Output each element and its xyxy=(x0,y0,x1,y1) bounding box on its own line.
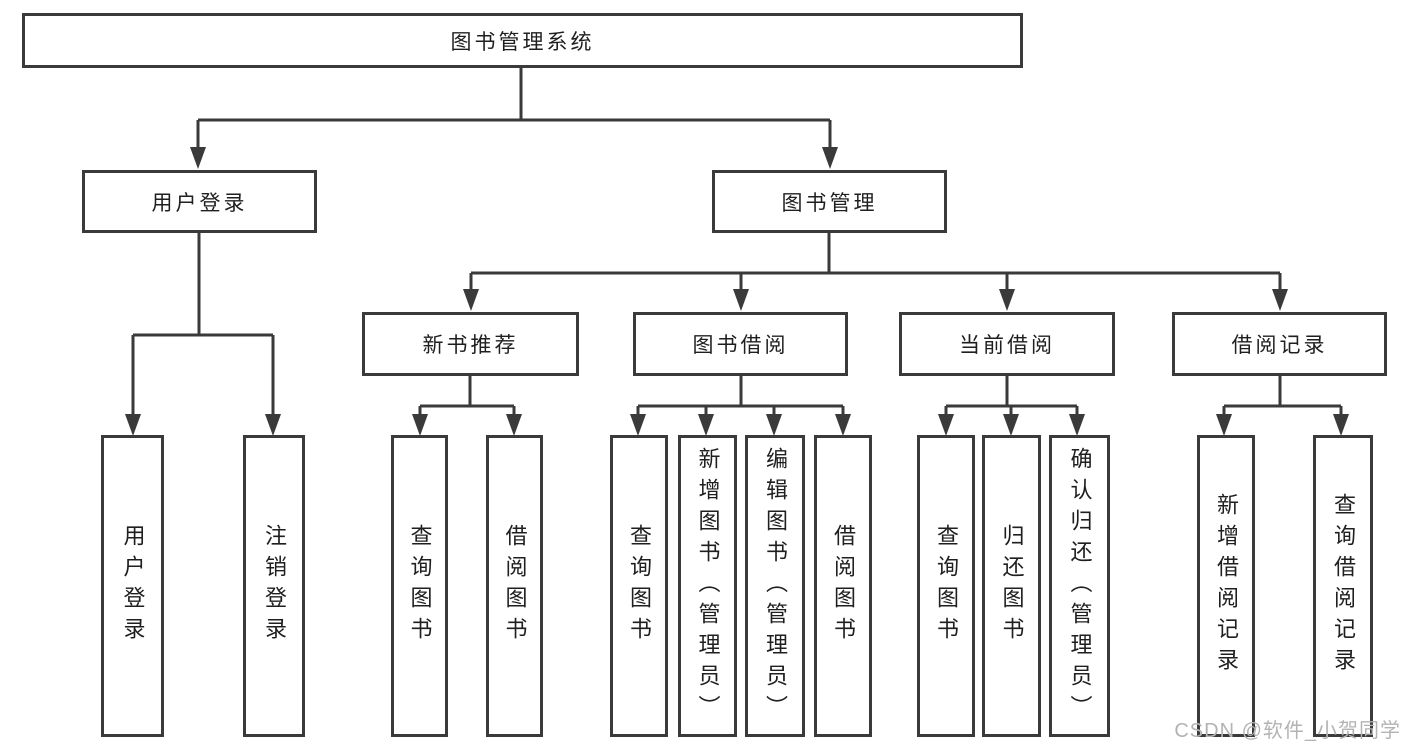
leaf-add-borrow-record: 新增借阅记录 xyxy=(1197,435,1255,737)
leaf-add-book-admin: 新增图书（管理员） xyxy=(678,435,737,737)
node-new-book-recommend-label: 新书推荐 xyxy=(422,334,519,357)
connector-user-login xyxy=(131,233,275,420)
leaf-edit-book-admin-label: 编辑图书（管理员） xyxy=(763,446,788,726)
node-root-label: 图书管理系统 xyxy=(450,30,595,54)
leaf-logout-label: 注销登录 xyxy=(262,524,287,648)
leaf-add-book-admin-label: 新增图书（管理员） xyxy=(695,446,721,726)
arrow-down-icon xyxy=(1272,289,1288,311)
arrow-down-icon xyxy=(938,414,954,436)
node-book-management-label: 图书管理 xyxy=(781,191,878,215)
arrow-down-icon xyxy=(412,414,428,436)
node-borrow-records-label: 借阅记录 xyxy=(1231,334,1328,357)
node-current-borrow-label: 当前借阅 xyxy=(959,334,1055,357)
leaf-return-books-label: 归还图书 xyxy=(999,524,1025,648)
arrow-down-icon xyxy=(698,414,714,436)
arrow-down-icon xyxy=(1216,414,1232,436)
leaf-edit-book-admin: 编辑图书（管理员） xyxy=(745,435,805,737)
leaf-user-login-label: 用户登录 xyxy=(120,524,146,648)
arrow-down-icon xyxy=(766,414,782,436)
node-root: 图书管理系统 xyxy=(22,13,1023,68)
arrow-down-icon xyxy=(822,147,838,169)
leaf-query-books-current: 查询图书 xyxy=(917,435,975,737)
connector-current xyxy=(944,376,1079,420)
connector-new-book xyxy=(418,376,516,420)
arrow-down-icon xyxy=(835,414,851,436)
leaf-borrow-books-newbook: 借阅图书 xyxy=(486,435,543,737)
leaf-logout: 注销登录 xyxy=(243,435,305,737)
arrow-down-icon xyxy=(1069,414,1085,436)
leaf-confirm-return-admin-label: 确认归还（管理员） xyxy=(1067,446,1093,726)
node-user-login-label: 用户登录 xyxy=(151,191,248,215)
arrow-down-icon xyxy=(733,289,749,311)
arrow-down-icon xyxy=(265,414,281,436)
leaf-borrow-books-borrow: 借阅图书 xyxy=(814,435,872,737)
arrow-down-icon xyxy=(463,289,479,311)
leaf-query-books-newbook: 查询图书 xyxy=(391,435,448,737)
node-current-borrow: 当前借阅 xyxy=(899,312,1115,376)
leaf-query-borrow-record: 查询借阅记录 xyxy=(1313,435,1373,737)
watermark: CSDN @软件_小贺同学 xyxy=(1174,720,1401,742)
arrow-down-icon xyxy=(190,147,206,169)
leaf-query-books-borrow: 查询图书 xyxy=(610,435,668,737)
node-new-book-recommend: 新书推荐 xyxy=(362,312,579,376)
leaf-query-books-newbook-label: 查询图书 xyxy=(407,524,433,648)
node-book-management: 图书管理 xyxy=(712,170,947,233)
connector-root xyxy=(198,68,830,122)
leaf-add-borrow-record-label: 新增借阅记录 xyxy=(1214,493,1239,679)
node-book-borrow: 图书借阅 xyxy=(633,312,848,376)
arrow-down-icon xyxy=(999,289,1015,311)
node-user-login: 用户登录 xyxy=(82,170,317,233)
leaf-borrow-books-newbook-label: 借阅图书 xyxy=(502,524,528,648)
leaf-query-borrow-record-label: 查询借阅记录 xyxy=(1331,493,1356,679)
arrow-down-icon xyxy=(506,414,522,436)
leaf-return-books: 归还图书 xyxy=(982,435,1041,737)
leaf-confirm-return-admin: 确认归还（管理员） xyxy=(1049,435,1110,737)
node-book-borrow-label: 图书借阅 xyxy=(692,334,789,357)
leaf-user-login: 用户登录 xyxy=(101,435,164,737)
leaf-query-books-borrow-label: 查询图书 xyxy=(627,524,652,648)
arrow-down-icon xyxy=(630,414,646,436)
connector-book-management xyxy=(469,233,1282,297)
connector-borrow xyxy=(636,376,845,420)
connector-root-stems xyxy=(196,120,832,154)
connector-records xyxy=(1222,376,1343,420)
leaf-borrow-books-borrow-label: 借阅图书 xyxy=(831,524,856,648)
node-borrow-records: 借阅记录 xyxy=(1172,312,1387,376)
leaf-query-books-current-label: 查询图书 xyxy=(934,524,959,648)
arrow-down-icon xyxy=(1003,414,1019,436)
arrow-down-icon xyxy=(125,414,141,436)
arrow-down-icon xyxy=(1333,414,1349,436)
